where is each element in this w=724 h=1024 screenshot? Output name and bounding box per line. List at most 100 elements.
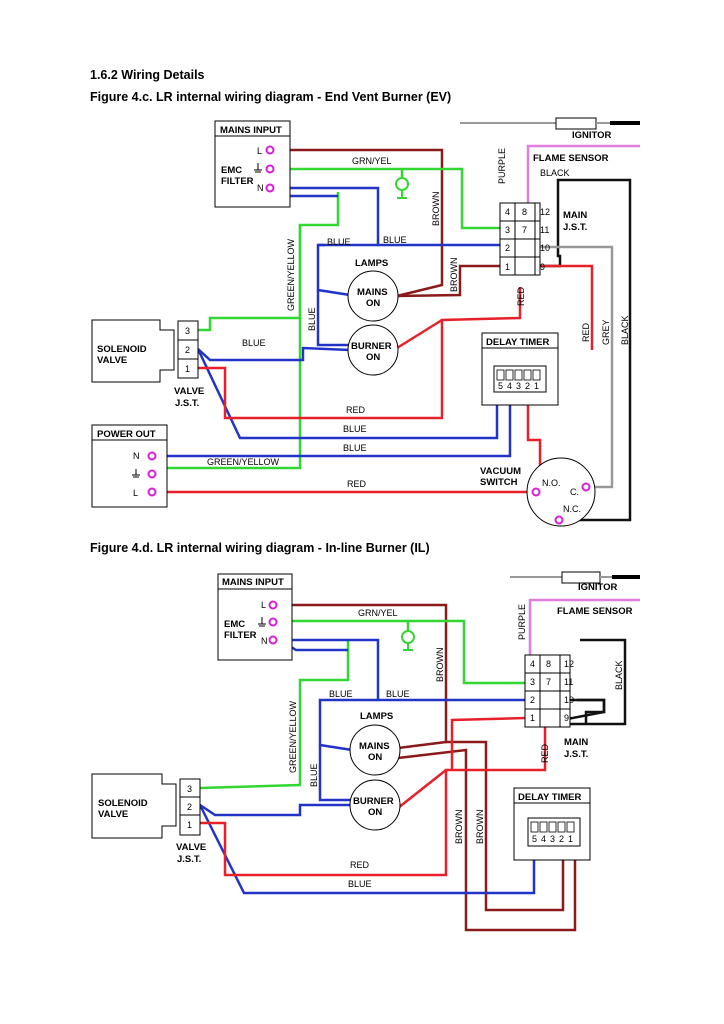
emc-label-c: EMC: [221, 165, 242, 176]
terminal-icon: [268, 600, 278, 610]
jst-pin: 3: [530, 677, 535, 687]
timer-pin: 5: [532, 834, 537, 844]
solenoid-label: VALVE: [97, 355, 127, 366]
label-blue-d2: BLUE: [386, 689, 410, 699]
jst-pin: 12: [540, 207, 550, 217]
main-jst-c: 4 8 12 3 7 11 2 10 1 9 MAIN J.S.T.: [499, 202, 587, 276]
valve-pin: 3: [185, 326, 190, 336]
ignitor-c: IGNITOR: [460, 117, 640, 141]
valve-jst-label: VALVE: [176, 842, 206, 853]
mains-input-c: MAINS INPUT EMC FILTER L N: [214, 120, 291, 208]
solenoid-valve-d: SOLENOID VALVE: [91, 773, 177, 839]
terminal-icon: [147, 451, 157, 461]
label-purple-c: PURPLE: [497, 148, 507, 184]
lamps-label-c: LAMPS: [355, 258, 388, 269]
timer-pin: 2: [525, 381, 530, 391]
lamp-label: BURNER: [351, 341, 392, 352]
figure-c-title: Figure 4.c. LR internal wiring diagram -…: [90, 90, 452, 104]
valve-pin: 2: [187, 802, 192, 812]
label-brown-d1: BROWN: [435, 648, 445, 683]
lamp-label: ON: [366, 352, 380, 363]
terminal-icon: [531, 487, 541, 497]
valve-pin: 2: [185, 345, 190, 355]
timer-pin: 1: [534, 381, 539, 391]
mains-on-lamp-c: MAINS ON: [347, 270, 399, 322]
label-blue-c2: BLUE: [383, 235, 407, 245]
vacuum-term: N.C.: [563, 504, 581, 514]
figure-d-diagram: IGNITOR: [91, 571, 640, 932]
delay-timer-label: DELAY TIMER: [486, 337, 549, 348]
jst-pin: 7: [546, 677, 551, 687]
jst-pin: 1: [505, 262, 510, 272]
jst-pin: 10: [540, 243, 550, 253]
lamp-label: MAINS: [359, 741, 390, 752]
label-red-c4: RED: [347, 479, 367, 489]
ignitor-d: IGNITOR: [510, 571, 640, 593]
main-jst-d: 4 8 12 3 7 11 2 10 1 9 MAIN J.S.T.: [524, 654, 588, 760]
jst-pin: 10: [564, 695, 574, 705]
vacuum-term: N.O.: [542, 478, 561, 488]
power-out-c: POWER OUT N L: [91, 424, 168, 508]
label-green-yellow-c: GREEN/YELLOW: [286, 238, 296, 311]
lamp-label: ON: [368, 752, 382, 763]
main-jst-label: J.S.T.: [563, 222, 587, 233]
valve-pin: 1: [187, 820, 192, 830]
label-red-d2: RED: [350, 860, 370, 870]
mains-input-label-d: MAINS INPUT: [222, 577, 284, 588]
terminal-icon: [554, 515, 564, 525]
vacuum-term: C.: [570, 487, 579, 497]
wires-c: [152, 144, 640, 522]
timer-pin: 2: [559, 834, 564, 844]
vacuum-switch-label: VACUUM: [480, 466, 521, 477]
label-red-c2: RED: [581, 322, 591, 342]
label-grey-c: GREY: [601, 319, 611, 345]
vacuum-switch-c: VACUUM SWITCH N.O. C. N.C.: [480, 457, 596, 527]
label-blue-c5: BLUE: [343, 424, 367, 434]
terminal-icon: [265, 145, 275, 155]
timer-pin: 3: [516, 381, 521, 391]
label-blue-c4: BLUE: [242, 338, 266, 348]
vacuum-switch-label: SWITCH: [480, 477, 518, 488]
label-blue-d3: BLUE: [309, 763, 319, 787]
jst-pin: 4: [530, 659, 535, 669]
solenoid-valve-c: SOLENOID VALVE: [91, 319, 175, 383]
term-n: N: [133, 451, 140, 461]
delay-timer-c: DELAY TIMER 5 4 3 2 1: [481, 332, 559, 406]
label-purple-d: PURPLE: [517, 604, 527, 640]
label-grnyel-d: GRN/YEL: [358, 608, 398, 618]
label-brown-c2: BROWN: [449, 258, 459, 293]
jst-pin: 2: [505, 243, 510, 253]
jst-pin: 9: [564, 713, 569, 723]
solenoid-label: SOLENOID: [97, 344, 147, 355]
main-jst-label: J.S.T.: [564, 749, 588, 760]
mains-input-d: MAINS INPUT EMC FILTER L N: [217, 573, 293, 661]
flame-sensor-label-d: FLAME SENSOR: [557, 606, 633, 617]
jst-pin: 9: [540, 262, 545, 272]
label-black-c: BLACK: [620, 315, 630, 345]
jst-pin: 7: [522, 225, 527, 235]
power-out-label: POWER OUT: [97, 429, 156, 440]
label-brown-d2: BROWN: [454, 810, 464, 845]
jst-pin: 4: [505, 207, 510, 217]
jst-pin: 8: [522, 207, 527, 217]
emc-label-d: EMC: [224, 619, 245, 630]
valve-jst-c: 3 2 1 VALVE J.S.T.: [174, 320, 204, 409]
terminal-icon: [147, 469, 157, 479]
label-green-yellow-c2: GREEN/YELLOW: [207, 457, 280, 467]
label-brown-d3: BROWN: [475, 810, 485, 845]
figure-c-diagram: IGNITOR: [91, 117, 640, 527]
ignitor-label-d: IGNITOR: [578, 582, 618, 593]
terminal-icon: [581, 482, 591, 492]
label-grnyel-c: GRN/YEL: [352, 156, 392, 166]
label-black-top-c: BLACK: [540, 168, 570, 178]
terminal-icon: [265, 183, 275, 193]
term-n-c: N: [257, 183, 264, 193]
term-l-d: L: [261, 600, 266, 610]
burner-on-lamp-c: BURNER ON: [347, 324, 399, 376]
term-l: L: [133, 488, 138, 498]
terminal-icon: [268, 635, 278, 645]
burner-on-lamp-d: BURNER ON: [349, 779, 401, 831]
mains-on-lamp-d: MAINS ON: [349, 724, 401, 776]
terminal-icon: [147, 487, 157, 497]
label-blue-d1: BLUE: [329, 689, 353, 699]
